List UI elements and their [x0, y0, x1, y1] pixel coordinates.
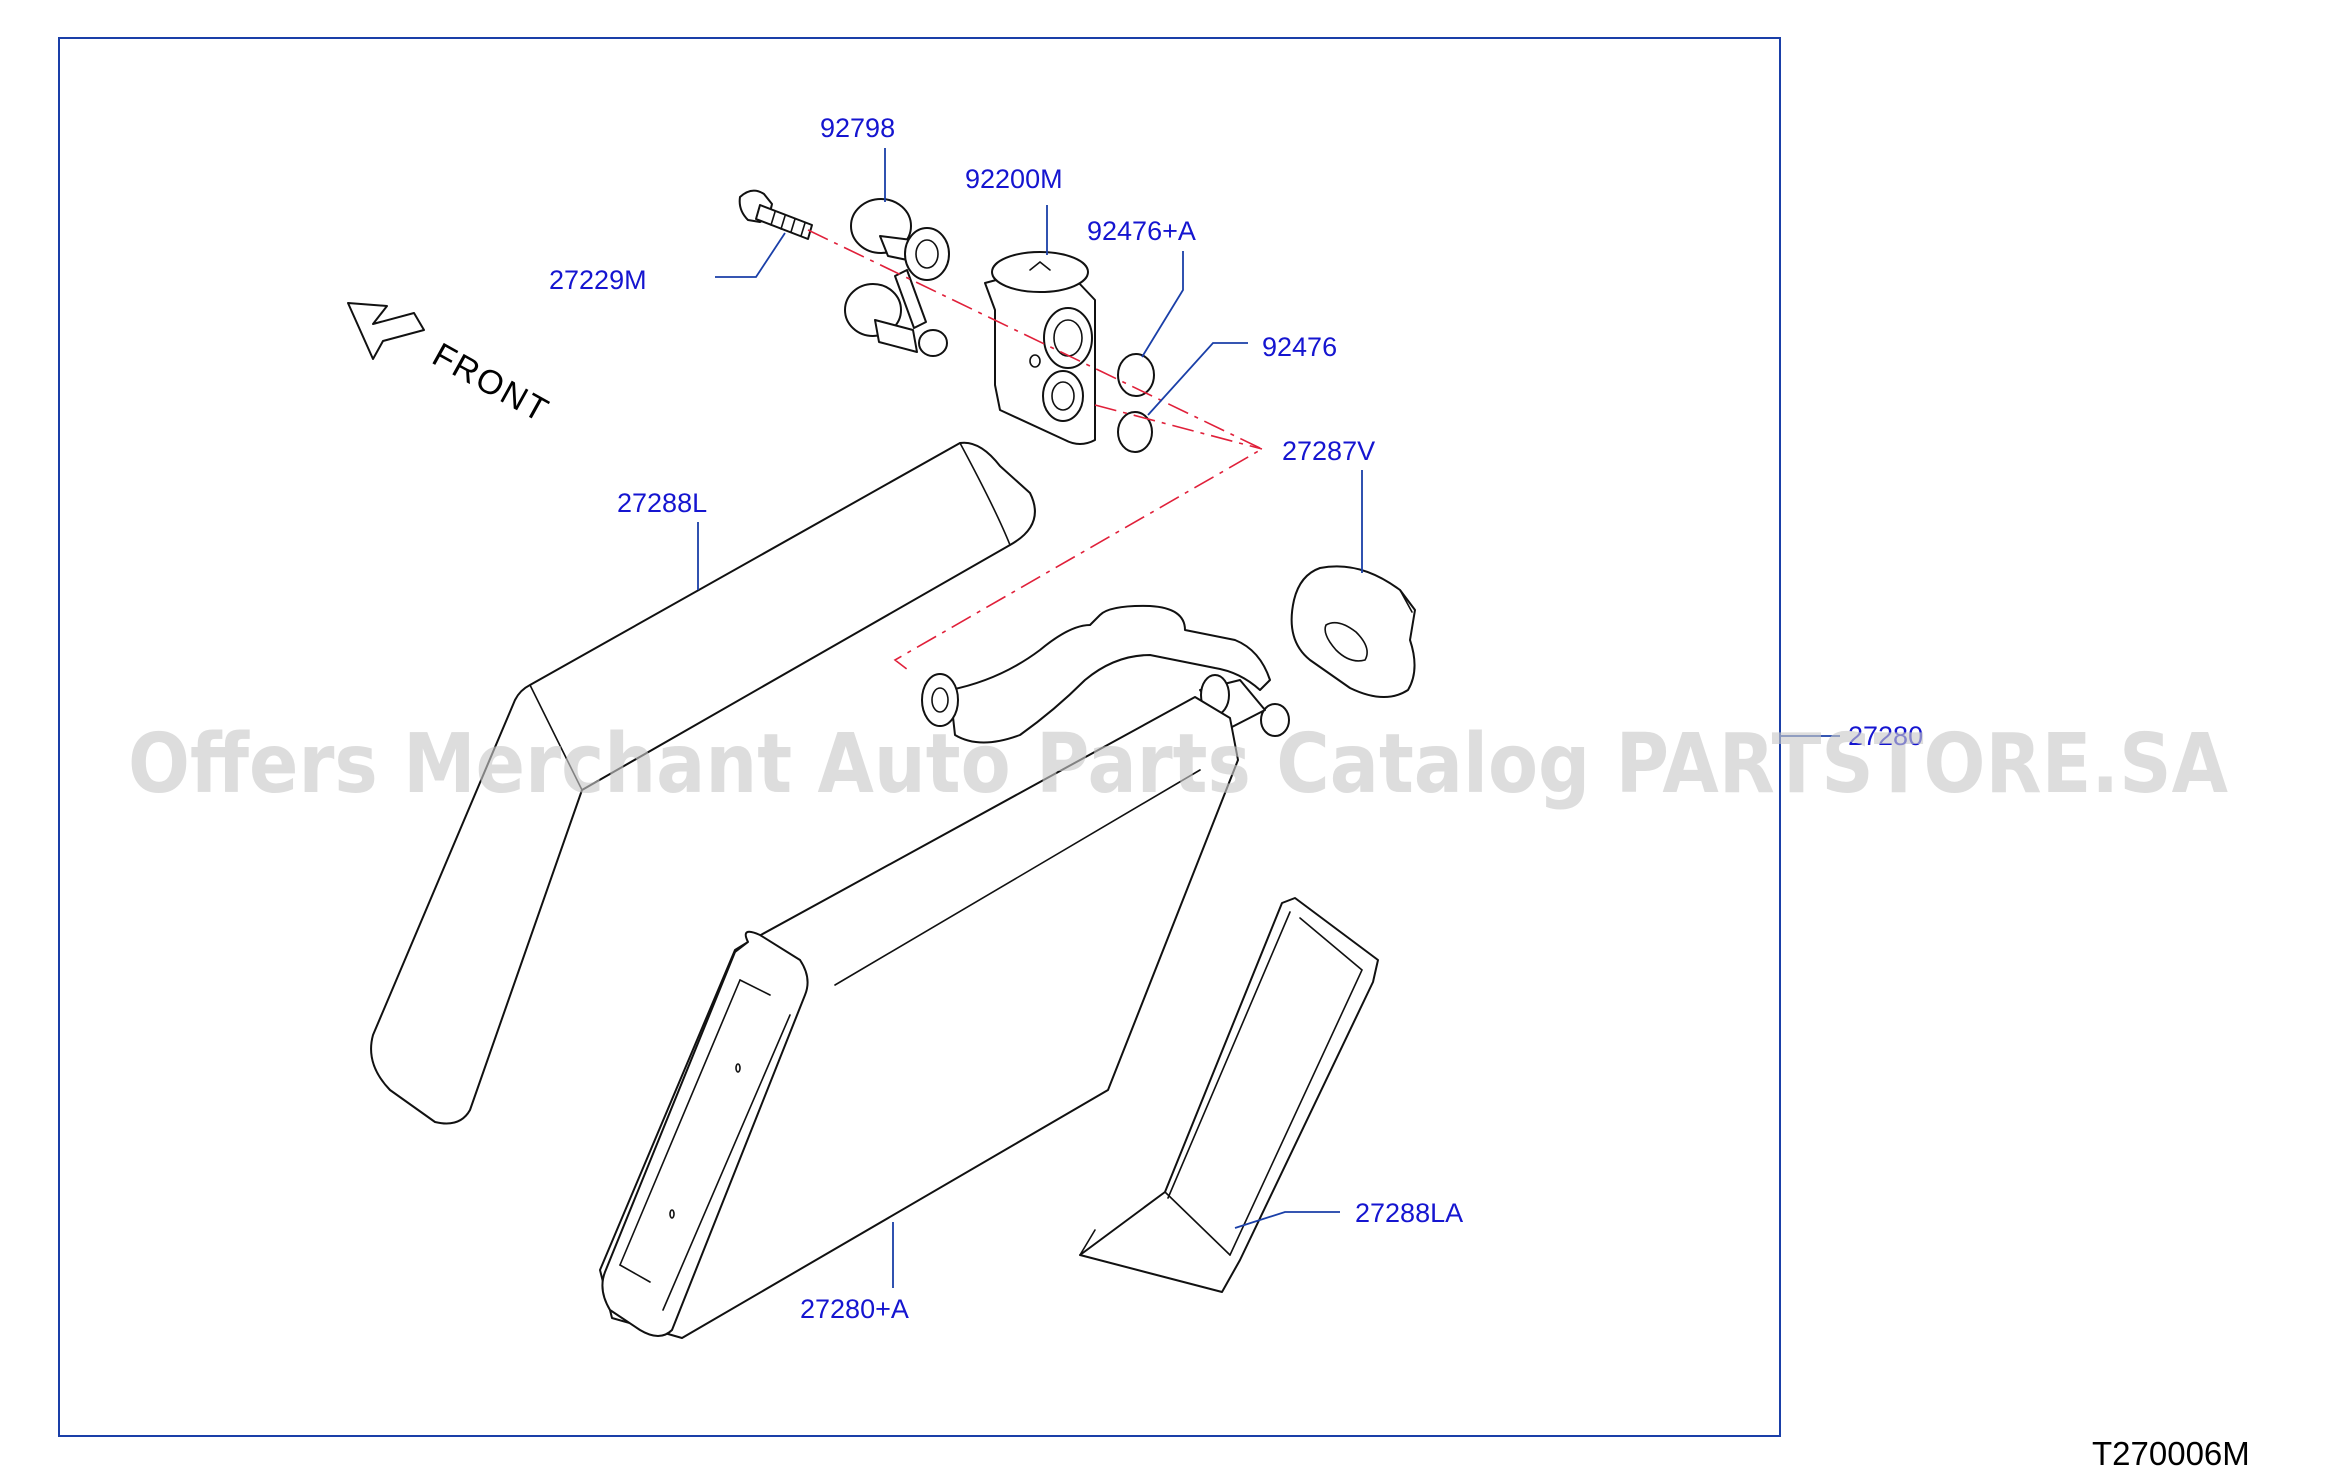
center-line	[807, 229, 1264, 674]
clip-part[interactable]	[844, 198, 950, 357]
callout-27288LA: 27288LA	[1355, 1198, 1463, 1228]
callout-27229M: 27229M	[549, 265, 647, 295]
leader-line	[715, 232, 786, 278]
o-ring-a-part[interactable]	[1117, 353, 1155, 397]
bolt-part[interactable]	[738, 189, 813, 240]
callout-92476: 92476	[1262, 332, 1337, 362]
front-arrow-icon	[347, 302, 425, 360]
expansion-valve-part[interactable]	[984, 251, 1096, 445]
upper-insulator-part[interactable]	[370, 441, 1036, 1125]
callout-92476-a: 92476+A	[1087, 216, 1196, 246]
leader-line	[1234, 1211, 1340, 1229]
refrigerant-pipe-part[interactable]	[921, 604, 1290, 744]
watermark-text: Offers Merchant Auto Parts Catalog PARTS…	[128, 717, 2228, 812]
callout-27288L: 27288L	[617, 488, 707, 518]
center-line	[1094, 404, 1263, 450]
callout-92798: 92798	[820, 113, 895, 143]
callout-27280: 27280	[1848, 721, 1923, 751]
front-label: FRONT	[426, 336, 556, 431]
o-ring-part[interactable]	[1117, 411, 1153, 453]
callout-27280-a: 27280+A	[800, 1294, 909, 1324]
evaporator-core-part[interactable]	[599, 696, 1239, 1339]
leader-line	[1141, 251, 1184, 358]
leader-line	[1147, 342, 1248, 416]
diagram-code: T270006M	[2092, 1435, 2250, 1472]
callout-92200M: 92200M	[965, 164, 1063, 194]
callout-27287V: 27287V	[1282, 436, 1375, 466]
lower-insulator-part[interactable]	[1079, 897, 1379, 1293]
diagram-frame	[58, 37, 1781, 1437]
grommet-part[interactable]	[1290, 565, 1416, 698]
front-direction-indicator: FRONT	[347, 302, 556, 431]
